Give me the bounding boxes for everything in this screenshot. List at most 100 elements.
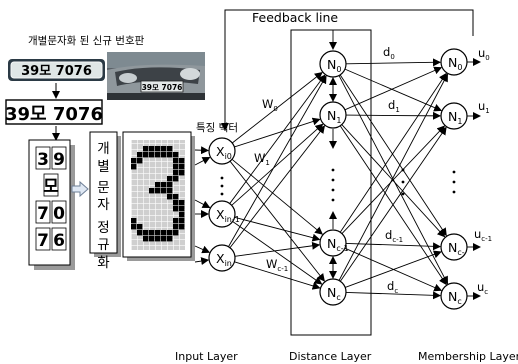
distance-membership-edge	[344, 68, 443, 112]
input-node	[208, 200, 236, 228]
distance-membership-edge	[344, 66, 443, 111]
membership-node	[440, 233, 468, 261]
output-label: uc-1	[474, 227, 492, 243]
feature-input-edge	[194, 245, 211, 254]
layer-label-input: Input Layer	[175, 350, 238, 363]
glyph-pixel	[161, 236, 167, 242]
distance-node-label: Nc	[327, 285, 341, 302]
glyph-pixel	[143, 152, 149, 158]
distance-membership-edge	[345, 111, 442, 120]
input-node-label: Xi0	[216, 144, 232, 161]
glyph-pixel	[173, 194, 179, 200]
membership-node	[440, 102, 468, 130]
distance-ellipsis	[331, 188, 335, 192]
glyph-pixel	[131, 164, 137, 170]
input-distance-edge	[229, 74, 326, 204]
pixel-panel	[122, 131, 195, 261]
segmented-char: 7	[37, 231, 49, 251]
membership-node-label: N0	[448, 55, 462, 72]
feedback-line	[221, 9, 474, 131]
glyph-pixel	[131, 218, 137, 224]
distance-membership-edge	[345, 242, 442, 251]
membership-node-label: N1	[448, 109, 462, 126]
feature-input-edge	[194, 257, 210, 266]
glyph-pixel	[137, 230, 143, 236]
normalize-char: 별	[97, 159, 109, 175]
distance-node	[319, 50, 347, 78]
distance-membership-edge	[339, 72, 447, 233]
glyph-pixel	[173, 206, 179, 212]
segmented-char-box	[51, 227, 67, 251]
glyph-pixel	[167, 152, 173, 158]
glyph-pixel	[155, 188, 161, 194]
input-distance-edge	[228, 75, 327, 247]
input-node	[208, 244, 236, 272]
glyph-pixel	[167, 230, 173, 236]
output-label: u1	[478, 99, 490, 115]
distance-membership-edge	[341, 125, 446, 234]
glyph-pixel	[161, 230, 167, 236]
glyph-pixel	[155, 236, 161, 242]
glyph-pixel	[137, 158, 143, 164]
glyph-pixel	[173, 200, 179, 206]
distance-node-label: Nc-1	[327, 236, 349, 253]
distance-ellipsis	[331, 178, 335, 182]
glyph-pixel	[167, 194, 173, 200]
input-distance-edge	[229, 125, 326, 249]
glyph-pixel	[143, 236, 149, 242]
membership-ellipsis	[452, 170, 456, 174]
input-ellipsis	[220, 192, 224, 196]
glyph-pixel	[179, 224, 185, 230]
glyph-pixel	[131, 158, 137, 164]
glyph-pixel	[173, 170, 179, 176]
distance-node	[319, 101, 347, 129]
layer-label-distance: Distance Layer	[289, 350, 372, 363]
distance-label: dc	[387, 279, 398, 295]
glyph-pixel	[167, 176, 173, 182]
weight-label: Wc-1	[266, 257, 288, 273]
output-label: u0	[478, 46, 490, 62]
glyph-pixel	[173, 176, 179, 182]
glyph-pixel	[179, 158, 185, 164]
distance-membership-edge	[345, 291, 442, 300]
weight-label: W1	[254, 151, 270, 167]
segmented-char-box	[51, 146, 67, 170]
input-distance-edge	[231, 72, 323, 144]
segmented-char: 7	[37, 204, 49, 224]
glyph-pixel	[155, 152, 161, 158]
glyph-pixel	[137, 224, 143, 230]
glyph-pixel	[143, 230, 149, 236]
normalize-char: 개	[97, 141, 109, 157]
glyph-pixel	[167, 236, 173, 242]
glyph-pixel	[179, 170, 185, 176]
segmented-char: 모	[43, 177, 59, 197]
photo-caption: 개별문자화 된 신규 번호판	[28, 35, 145, 47]
normalize-char: 자	[97, 197, 110, 213]
feature-input-edge	[194, 199, 211, 209]
plate-small: 39모 7076	[8, 59, 105, 81]
glyph-pixel	[161, 152, 167, 158]
glyph-pixel	[173, 158, 179, 164]
segmented-char-box	[35, 227, 51, 251]
glyph-pixel	[167, 182, 173, 188]
feature-input-edge	[194, 156, 211, 166]
input-distance-edge	[234, 261, 321, 290]
glyph-pixel	[173, 230, 179, 236]
distance-membership-edge	[338, 73, 448, 281]
distance-membership-edge	[341, 124, 446, 238]
normalize-char: 정	[97, 220, 109, 236]
glyph-pixel	[161, 188, 167, 194]
plate-big: 39모 7076	[5, 99, 103, 125]
distance-node-label: N1	[327, 108, 341, 125]
glyph-pixel	[161, 182, 167, 188]
glyph-pixel	[167, 146, 173, 152]
glyph-pixel	[131, 224, 137, 230]
membership-ellipsis	[452, 190, 456, 194]
glyph-pixel	[179, 164, 185, 170]
glyph-pixel	[173, 218, 179, 224]
segmented-char-box	[35, 146, 51, 170]
glyph-pixel	[173, 164, 179, 170]
